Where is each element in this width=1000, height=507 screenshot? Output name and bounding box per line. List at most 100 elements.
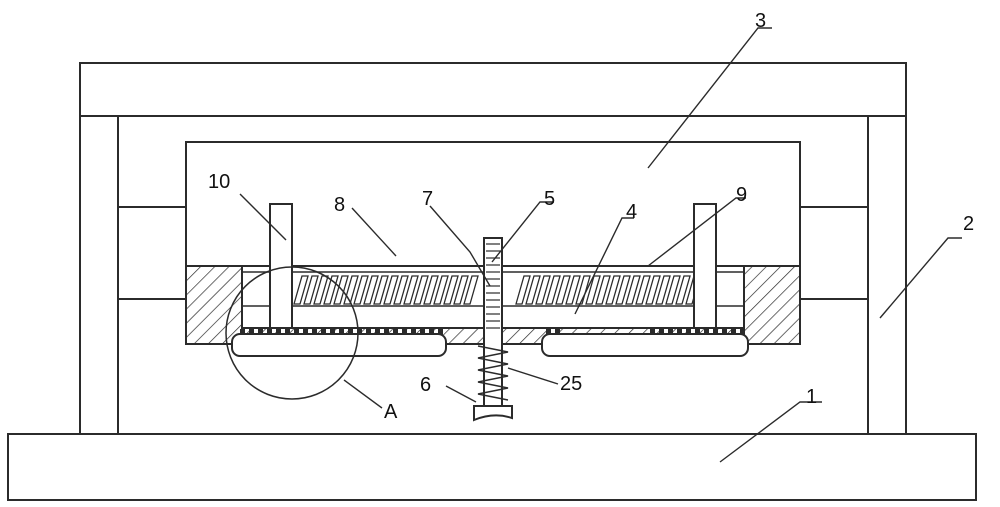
right-guide-block (799, 206, 869, 300)
thread-segment (525, 275, 541, 305)
thread-segment (453, 275, 469, 305)
pad-dot (704, 329, 709, 335)
pad-dot (695, 329, 700, 335)
pad-dot (668, 329, 673, 335)
thread-segment (595, 275, 611, 305)
pad-dot (686, 329, 691, 335)
end-cap (473, 405, 513, 422)
thread-segment (413, 275, 429, 305)
pad-dot (366, 329, 371, 335)
label-1: 1 (806, 386, 817, 408)
thread-segment (625, 275, 641, 305)
thread-segment (515, 275, 531, 305)
rack-teeth (486, 243, 500, 329)
detail-circle-a (225, 266, 359, 400)
thread-segment (363, 275, 379, 305)
pad-dot (384, 329, 389, 335)
pad-dot (402, 329, 407, 335)
pad-dot (555, 329, 560, 335)
label-6: 6 (420, 374, 431, 396)
pad-dot (677, 329, 682, 335)
leader-1 (719, 401, 822, 463)
pad-dot (546, 329, 551, 335)
thread-segment (353, 275, 369, 305)
right-screw-thread (515, 275, 701, 305)
pad-dot (285, 329, 290, 335)
label-2: 2 (963, 213, 974, 235)
thread-segment (443, 275, 459, 305)
pad-dot (722, 329, 727, 335)
left-hatched-block (185, 265, 243, 345)
leader-6 (445, 385, 477, 403)
pad-dot (330, 329, 335, 335)
pad-dot (438, 329, 443, 335)
pad-dot (650, 329, 655, 335)
label-9: 9 (736, 184, 747, 206)
thread-segment (463, 275, 479, 305)
label-25: 25 (560, 373, 582, 395)
thread-segment (665, 275, 681, 305)
thread-segment (303, 275, 319, 305)
thread-segment (535, 275, 551, 305)
thread-segment (313, 275, 329, 305)
thread-segment (393, 275, 409, 305)
leader-4 (574, 217, 634, 315)
thread-segment (605, 275, 621, 305)
leader-5 (491, 201, 554, 263)
top-plate (79, 62, 907, 117)
pad-dot (731, 329, 736, 335)
pad-dot (312, 329, 317, 335)
pad-dot (429, 329, 434, 335)
pad-dot (420, 329, 425, 335)
thread-segment (635, 275, 651, 305)
label-10: 10 (208, 171, 230, 193)
pad-dot (740, 329, 745, 335)
pad-dot (357, 329, 362, 335)
thread-segment (615, 275, 631, 305)
leader-3 (647, 27, 772, 169)
thread-segment (545, 275, 561, 305)
pad-dot (267, 329, 272, 335)
left-pad (231, 333, 447, 357)
right-hatched-block (743, 265, 801, 345)
right-guide-rod (693, 203, 717, 329)
leader-10 (239, 193, 287, 241)
leader-7 (429, 205, 491, 287)
left-guide-block (117, 206, 187, 300)
label-4: 4 (626, 201, 637, 223)
pad-dot (294, 329, 299, 335)
pad-dot (303, 329, 308, 335)
thread-segment (333, 275, 349, 305)
leader-8 (351, 207, 397, 257)
label-5: 5 (544, 188, 555, 210)
pad-dot (321, 329, 326, 335)
label-a: A (384, 401, 398, 423)
left-guide-rod (269, 203, 293, 329)
leader-9 (647, 197, 746, 267)
thread-segment (403, 275, 419, 305)
label-7: 7 (422, 188, 433, 210)
pad-dot (249, 329, 254, 335)
pad-dot (348, 329, 353, 335)
pad-dot (240, 329, 245, 335)
pad-dot (393, 329, 398, 335)
right-pad (541, 333, 749, 357)
thread-segment (675, 275, 691, 305)
thread-segment (555, 275, 571, 305)
thread-segment (423, 275, 439, 305)
leader-a (343, 379, 383, 409)
thread-segment (655, 275, 671, 305)
leader-2 (879, 237, 962, 319)
label-8: 8 (334, 194, 345, 216)
thread-segment (373, 275, 389, 305)
pad-dot (339, 329, 344, 335)
pad-dot (659, 329, 664, 335)
pad-dot (411, 329, 416, 335)
spring (477, 345, 509, 401)
pad-dot (276, 329, 281, 335)
left-screw-thread (293, 275, 479, 305)
pad-dot (375, 329, 380, 335)
pad-dot (713, 329, 718, 335)
thread-segment (645, 275, 661, 305)
